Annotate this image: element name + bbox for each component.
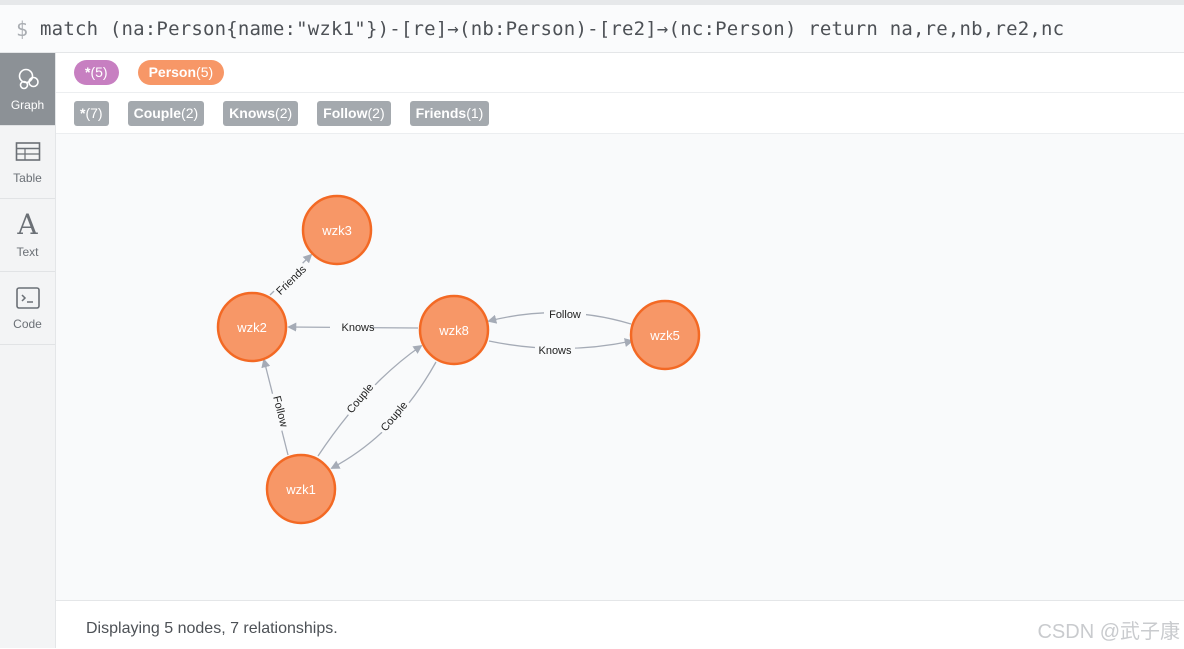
graph-node[interactable]: wzk8 [418,294,490,366]
graph-node[interactable]: wzk2 [216,291,288,363]
graph-svg[interactable]: Knows Follow Knows Follow Couple Couple … [56,134,1184,600]
rel-label-bg [330,320,370,333]
sidebar-item-code[interactable]: Code [0,272,55,345]
node-label: wzk2 [236,320,267,335]
pill-name: * [85,64,91,80]
rel-label-knows: Knows [538,345,572,357]
sidebar-item-label: Graph [10,98,45,112]
query-editor[interactable]: $ match (na:Person{name:"wzk1"})-[re]→(n… [0,5,1184,53]
node-circle[interactable] [216,291,288,363]
sidebar-item-table[interactable]: Table [0,126,55,199]
tag-count: (2) [181,104,199,121]
tag-name: Friends [415,104,467,121]
text-icon: A [17,208,38,241]
pill-count: (5) [90,64,108,80]
rel-tag-couple[interactable]: Couple(2) [127,100,205,126]
query-text[interactable]: match (na:Person{name:"wzk1"})-[re]→(nb:… [40,17,1065,40]
rel-tag-knows[interactable]: Knows(2) [223,100,299,126]
node-label-legend: *(5) Person(5) [56,53,1184,93]
node-label: wzk5 [649,328,680,343]
status-bar: Displaying 5 nodes, 7 relationships. [56,600,1184,649]
sidebar-item-graph[interactable]: Graph [0,53,55,126]
graph-icon [18,68,39,90]
sidebar-item-label: Code [13,317,42,331]
rel-label-knows: Knows [341,322,375,334]
node-label: wzk1 [285,482,316,497]
node-label: wzk8 [438,323,469,338]
pill-name: Person [148,64,197,80]
graph-node[interactable]: wzk3 [301,194,373,266]
tag-count: (2) [275,104,293,121]
node-circle[interactable] [301,194,373,266]
watermark: CSDN @武子康 [1037,621,1180,643]
graph-node[interactable]: wzk1 [265,453,337,525]
node-circle[interactable] [629,299,701,371]
table-icon [15,142,40,161]
query-prompt: $ [16,16,29,41]
node-circle[interactable] [418,294,490,366]
tag-count: (7) [85,104,103,121]
tag-name: Couple [133,104,182,121]
rel-label-bg [544,307,586,320]
view-sidebar: Graph Table A Text Code [0,53,56,648]
rel-label-bg [535,343,575,356]
rel-label-couple: Couple [345,382,377,416]
rel-label-couple: Couple [379,400,411,434]
graph-canvas[interactable]: Knows Follow Knows Follow Couple Couple … [56,134,1184,600]
relationship-legend: *(7) Couple(2) Knows(2) Follow(2) Friend… [56,93,1184,134]
rel-label-bg [376,396,412,436]
rel-label-bg [272,261,311,299]
sidebar-item-text[interactable]: A Text [0,199,55,272]
label-pill-all[interactable]: *(5) [74,60,119,85]
label-pill-person[interactable]: Person(5) [137,60,225,85]
rel-label-bg [342,378,378,418]
sidebar-item-label: Table [13,171,42,185]
tag-name: * [80,104,86,121]
status-text: Displaying 5 nodes, 7 relationships. [86,620,338,637]
rel-tag-all[interactable]: *(7) [74,100,109,126]
pill-count: (5) [196,64,214,80]
rel-label-bg [269,391,292,432]
rel-label-friends: Friends [274,263,309,297]
node-circle[interactable] [265,453,337,525]
tag-name: Knows [229,104,276,121]
rel-tag-follow[interactable]: Follow(2) [317,100,391,126]
tag-count: (1) [466,104,484,121]
node-label: wzk3 [321,223,352,238]
code-icon [15,287,40,309]
rel-label-follow: Follow [270,395,289,429]
rel-tag-friends[interactable]: Friends(1) [409,100,490,126]
tag-count: (2) [367,104,385,121]
sidebar-item-label: Text [16,245,39,259]
graph-node[interactable]: wzk5 [629,299,701,371]
top-border [0,0,1184,5]
tag-name: Follow [323,104,368,121]
rel-label-follow: Follow [549,309,581,321]
